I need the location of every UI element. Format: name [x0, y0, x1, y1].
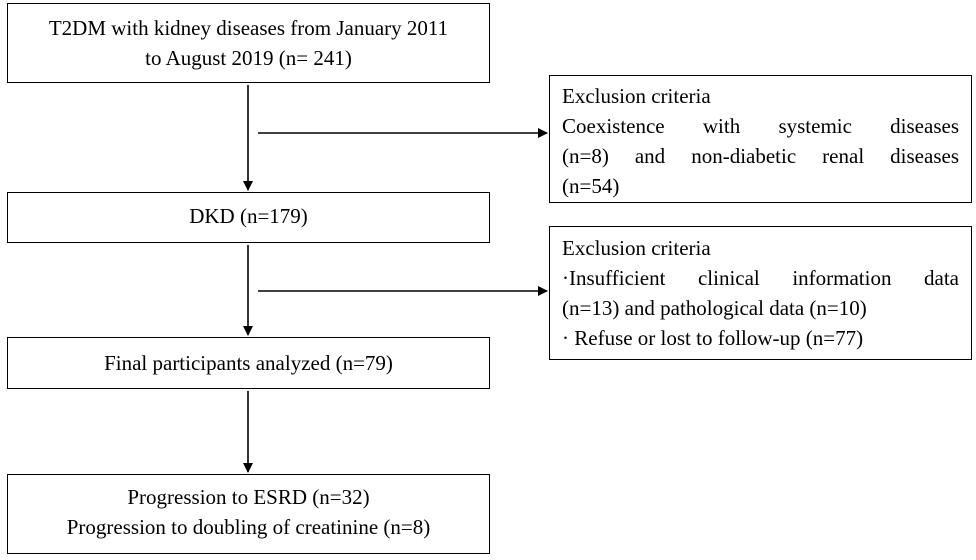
exclusion-1-line3: (n=54)	[562, 174, 620, 198]
exclusion-box-2: Exclusion criteria ·Insufficient clinica…	[549, 226, 972, 360]
final-participants-box: Final participants analyzed (n=79)	[7, 337, 490, 389]
dkd-box-label: DKD (n=179)	[189, 204, 308, 228]
dkd-box: DKD (n=179)	[7, 192, 490, 243]
final-participants-label: Final participants analyzed (n=79)	[104, 351, 393, 375]
exclusion-2-line1: ·Insufficient clinical information data	[562, 266, 959, 290]
outcome-line2: Progression to doubling of creatinine (n…	[66, 515, 431, 539]
outcome-box: Progression to ESRD (n=32) Progression t…	[7, 474, 490, 554]
exclusion-2-line2: (n=13) and pathological data (n=10)	[562, 296, 867, 320]
start-box-line2: to August 2019 (n= 241)	[145, 46, 352, 70]
outcome-line1: Progression to ESRD (n=32)	[127, 485, 370, 509]
start-box: T2DM with kidney diseases from January 2…	[7, 3, 490, 83]
exclusion-1-line1: Coexistence with systemic diseases	[562, 114, 959, 138]
exclusion-1-title: Exclusion criteria	[562, 84, 711, 108]
exclusion-2-line3: · Refuse or lost to follow-up (n=77)	[562, 326, 864, 350]
exclusion-box-1: Exclusion criteria Coexistence with syst…	[549, 75, 972, 203]
exclusion-2-title: Exclusion criteria	[562, 236, 711, 260]
start-box-line1: T2DM with kidney diseases from January 2…	[48, 16, 449, 40]
exclusion-1-line2: (n=8) and non-diabetic renal diseases	[562, 144, 959, 168]
